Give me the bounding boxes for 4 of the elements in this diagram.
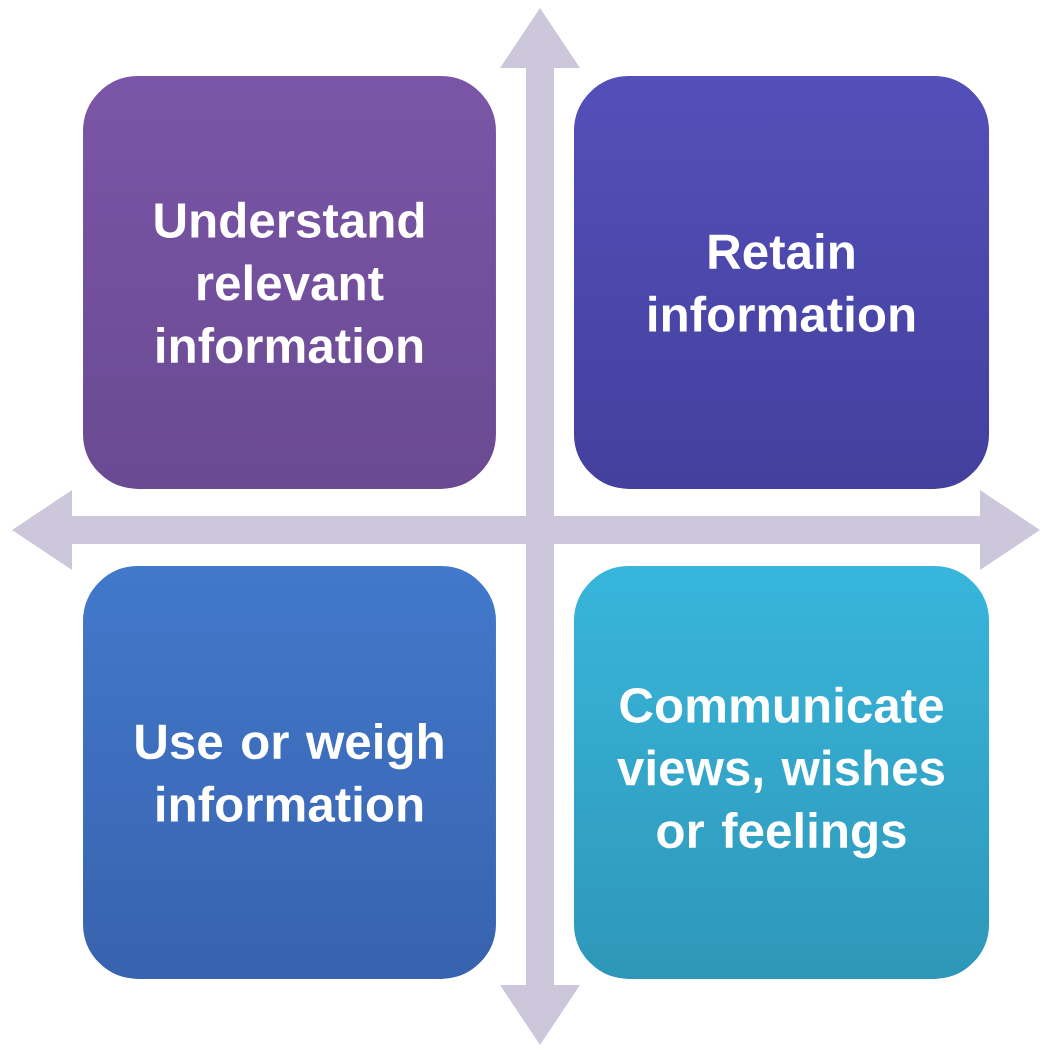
quadrant-box: Communicate views, wishes or feelings bbox=[571, 564, 992, 981]
quadrant-box: Understand relevant information bbox=[81, 74, 498, 491]
quadrant-box: Retain information bbox=[571, 74, 992, 491]
quadrant-box: Use or weigh information bbox=[81, 564, 498, 981]
